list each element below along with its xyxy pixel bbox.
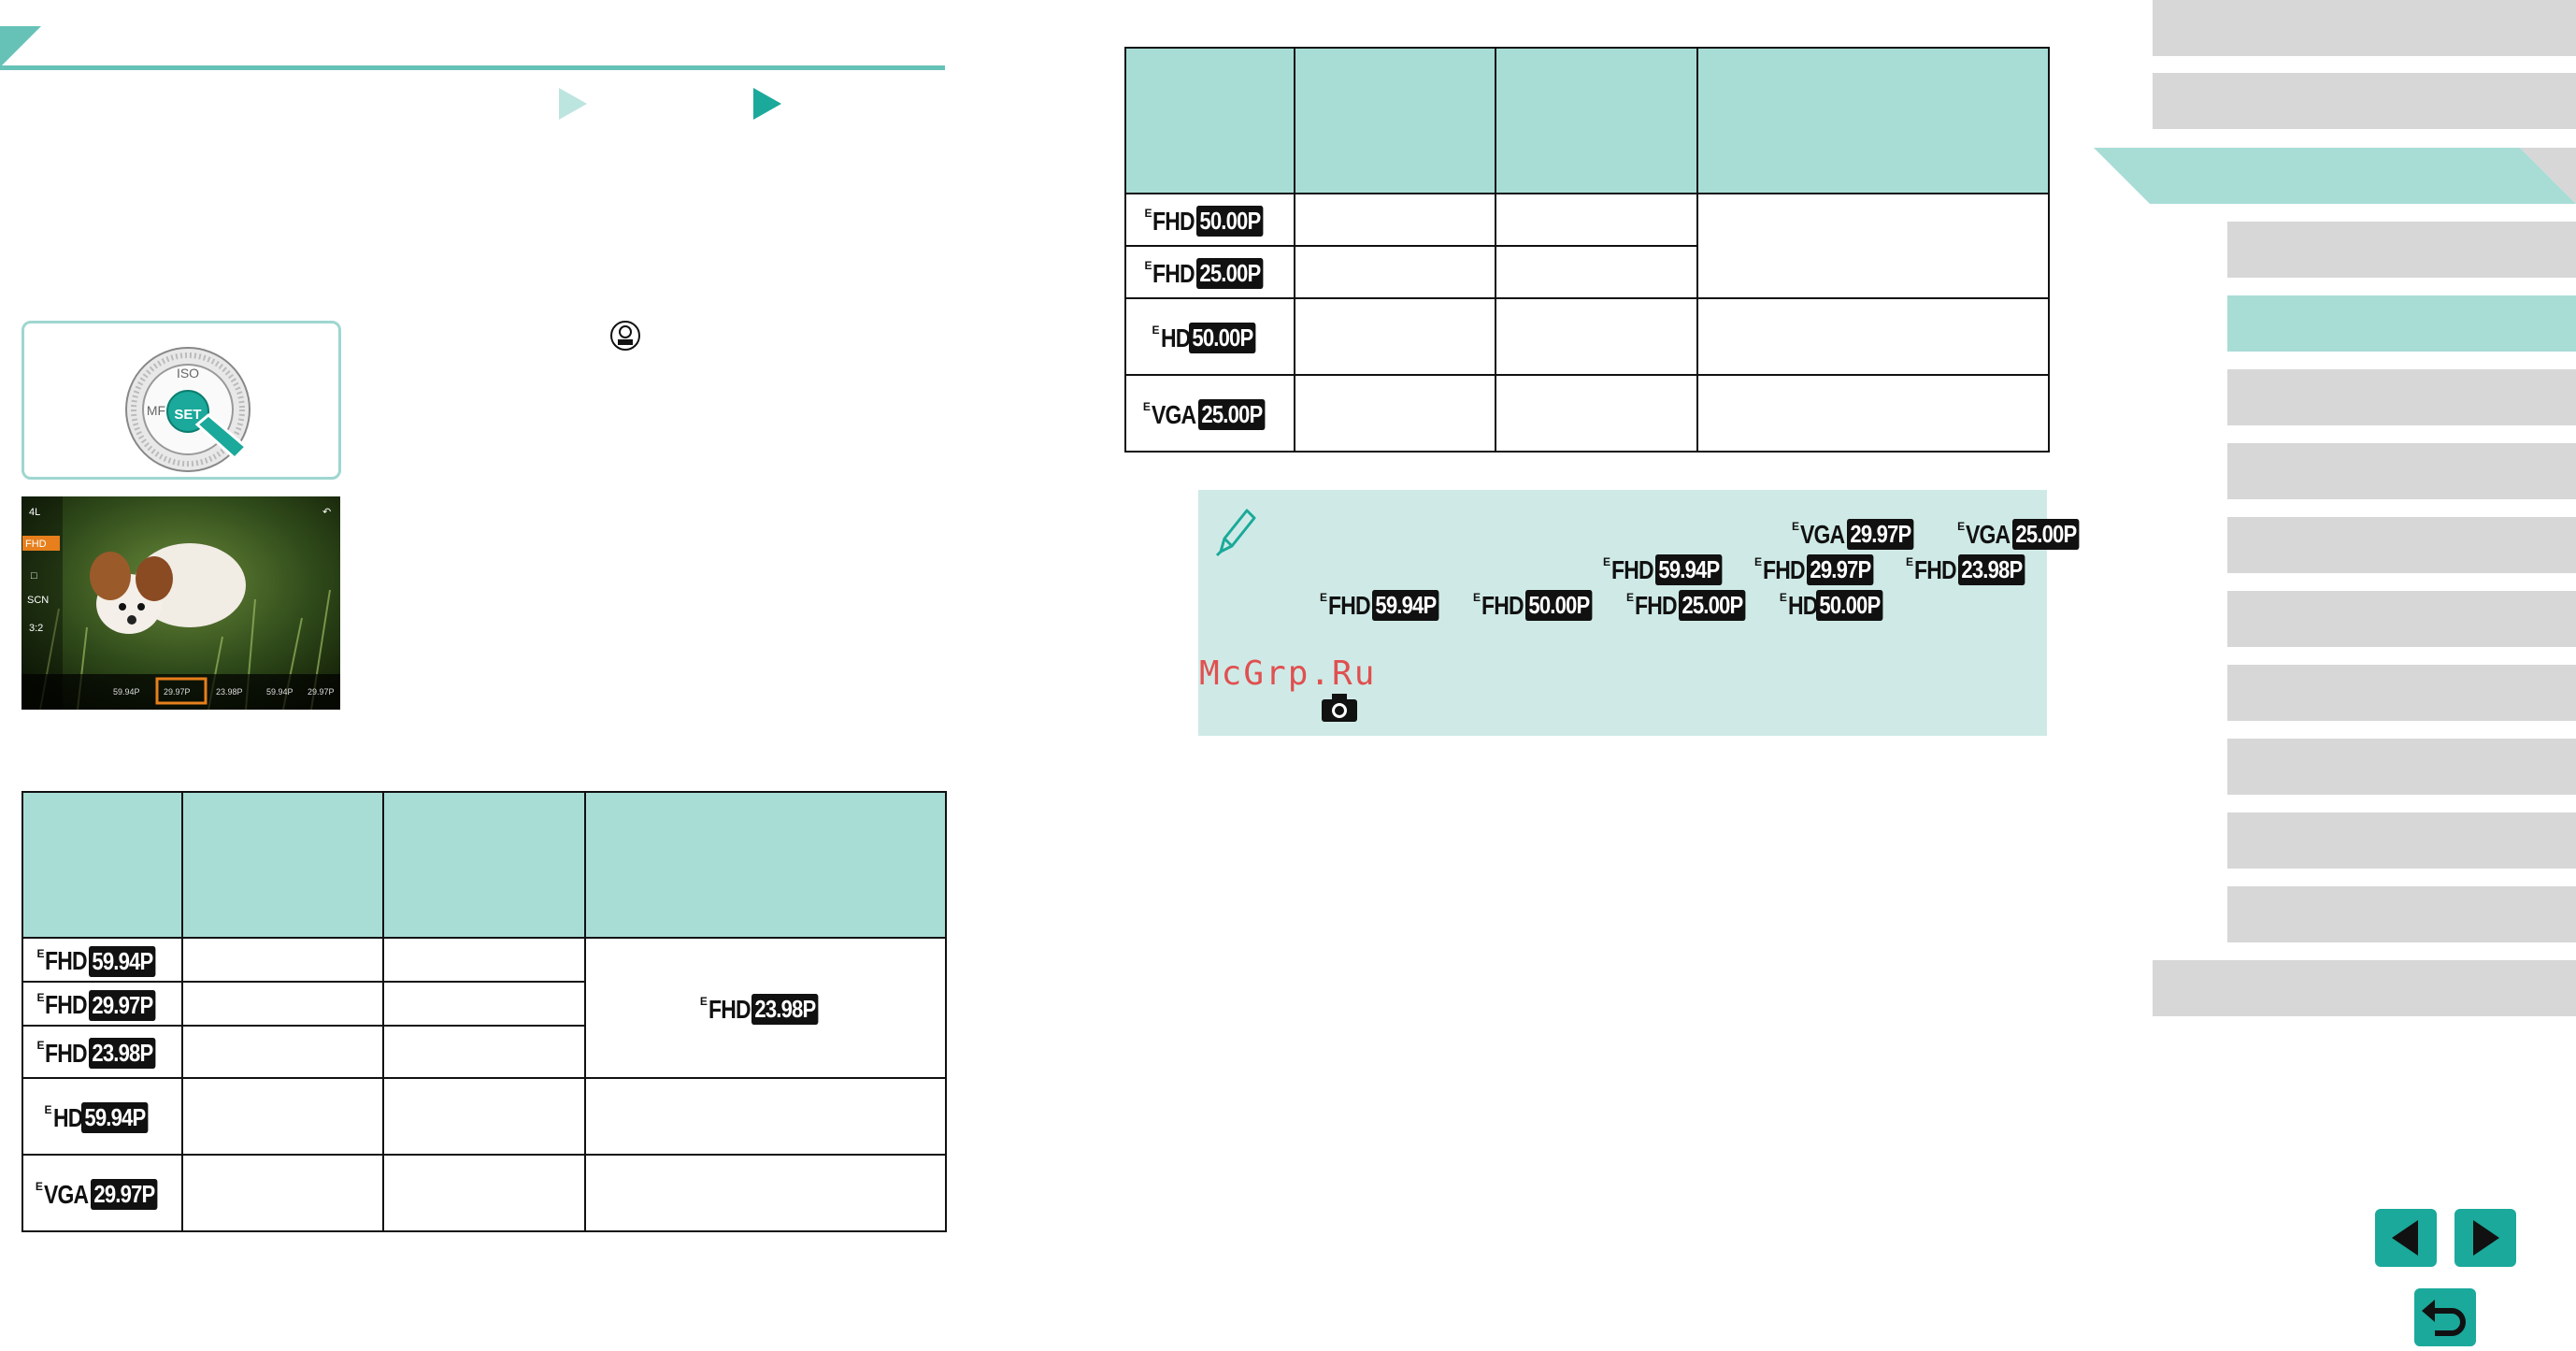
dial-label-top: ISO — [177, 366, 199, 381]
step-arrow-light-icon — [559, 88, 587, 120]
dial-label-left: MF — [147, 403, 165, 418]
return-arrow-icon — [2422, 1300, 2466, 1336]
sidebar-subitem-8[interactable] — [2227, 739, 2576, 795]
arrow-right-icon — [2473, 1220, 2499, 1256]
sidebar-subitem-1[interactable] — [2227, 222, 2576, 278]
sidebar-subitem-5[interactable] — [2227, 517, 2576, 573]
control-dial-icon: ISO MF SET — [125, 347, 250, 472]
overlay-option-5: 29.97P — [308, 687, 335, 697]
svg-text:↶: ↶ — [322, 507, 331, 518]
sidebar-subitem-9[interactable] — [2227, 812, 2576, 869]
func-set-button-icon — [610, 321, 640, 351]
dial-label-center: SET — [174, 407, 201, 423]
overlay-icon-mode: SCN — [27, 595, 49, 606]
header-rule — [0, 65, 945, 70]
sidebar-subitem-4[interactable] — [2227, 443, 2576, 499]
overlay-icon-aspect: 3:2 — [29, 623, 43, 634]
sidebar-subitem-3[interactable] — [2227, 369, 2576, 425]
overlay-icon-quality: 4L — [29, 507, 40, 518]
control-dial-panel: ISO MF SET — [21, 321, 341, 480]
camera-screen-photo: 4L FHD □ SCN 3:2 ↶ 59.94P 29.97P 23.98P … — [21, 496, 340, 710]
sidebar-subitem-10[interactable] — [2227, 886, 2576, 942]
camera-icon — [1322, 694, 1357, 722]
sidebar-subitem-6[interactable] — [2227, 591, 2576, 647]
watermark-text: McGrp.Ru — [1199, 654, 1377, 693]
sidebar-subitem-7[interactable] — [2227, 665, 2576, 721]
overlay-option-3: 23.98P — [216, 687, 243, 697]
arrow-left-icon — [2392, 1220, 2418, 1256]
overlay-icon-movie-size: FHD — [25, 539, 47, 550]
header-corner-triangle — [0, 26, 41, 67]
overlay-option-1: 59.94P — [113, 687, 140, 697]
sidebar-tab-active[interactable] — [2094, 148, 2576, 204]
sidebar-subitem-2-active[interactable] — [2227, 295, 2576, 352]
overlay-icon-drive: □ — [31, 570, 37, 582]
sidebar-tab-1[interactable] — [2153, 0, 2576, 56]
return-button[interactable] — [2414, 1288, 2476, 1346]
overlay-option-2: 29.97P — [164, 687, 191, 697]
sidebar-tab-3[interactable] — [2153, 960, 2576, 1016]
step-arrow-dark-icon — [753, 88, 781, 120]
next-page-button[interactable] — [2454, 1209, 2516, 1267]
sidebar-tab-2[interactable] — [2153, 73, 2576, 129]
pencil-note-icon — [1215, 509, 1256, 557]
overlay-option-4: 59.94P — [266, 687, 293, 697]
previous-page-button[interactable] — [2375, 1209, 2437, 1267]
